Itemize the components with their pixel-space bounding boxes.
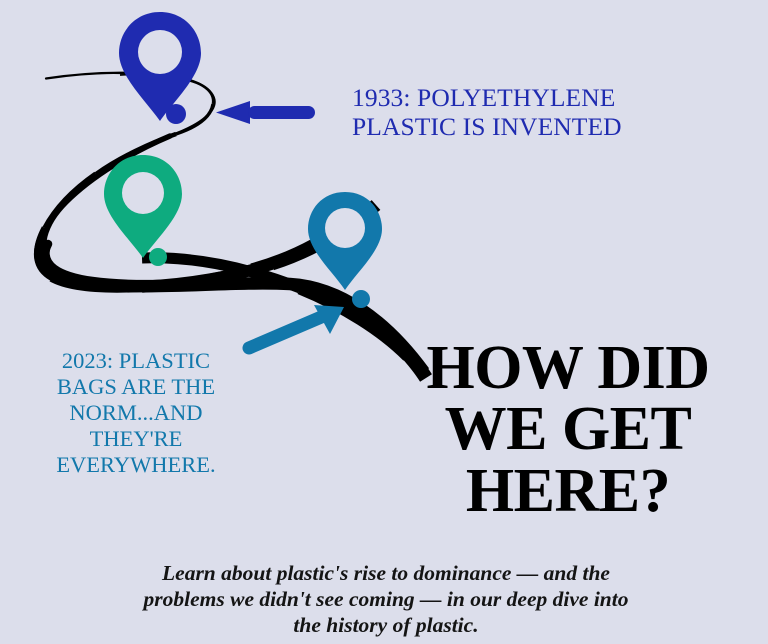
caption-line2: problems we didn't see coming — in our d…: [143, 587, 629, 612]
annotation-two-line2: BAGS ARE THE: [56, 373, 216, 399]
navy-left-arrow: [216, 101, 315, 124]
teal-path-dot: [352, 290, 370, 308]
headline-line3: HERE?: [465, 456, 671, 525]
annotation-two-line3: NORM...AND: [69, 399, 203, 425]
teal-pin-hole: [325, 208, 365, 248]
teal-map-pin: [308, 192, 382, 290]
green-map-pin: [104, 155, 182, 258]
annotation-two-line1: 2023: PLASTIC: [61, 348, 211, 373]
teal-diagonal-arrow: [242, 305, 344, 355]
headline-line1: HOW DID: [426, 334, 710, 402]
annotation-two-line5: EVERYWHERE.: [56, 451, 216, 477]
annotation-two-line4: THEY'RE: [89, 425, 183, 451]
subtitle-caption: Learn about plastic's rise to dominance …: [78, 560, 694, 639]
navy-map-pin: [119, 12, 201, 121]
annotation-one-line1: 1933: POLYETHYLENE: [352, 83, 616, 112]
green-pin-hole: [122, 172, 164, 214]
caption-line3: the history of plastic.: [293, 613, 479, 638]
winding-path-trunk: [33, 200, 381, 293]
annotation-one-line2: PLASTIC IS INVENTED: [352, 111, 622, 141]
winding-timeline-path: [34, 73, 349, 291]
navy-pin-hole: [138, 30, 182, 74]
navy-path-dot: [166, 104, 186, 124]
green-path-dot: [149, 248, 167, 266]
caption-line1: Learn about plastic's rise to dominance …: [162, 561, 610, 585]
headline-line2: WE GET: [444, 395, 692, 464]
